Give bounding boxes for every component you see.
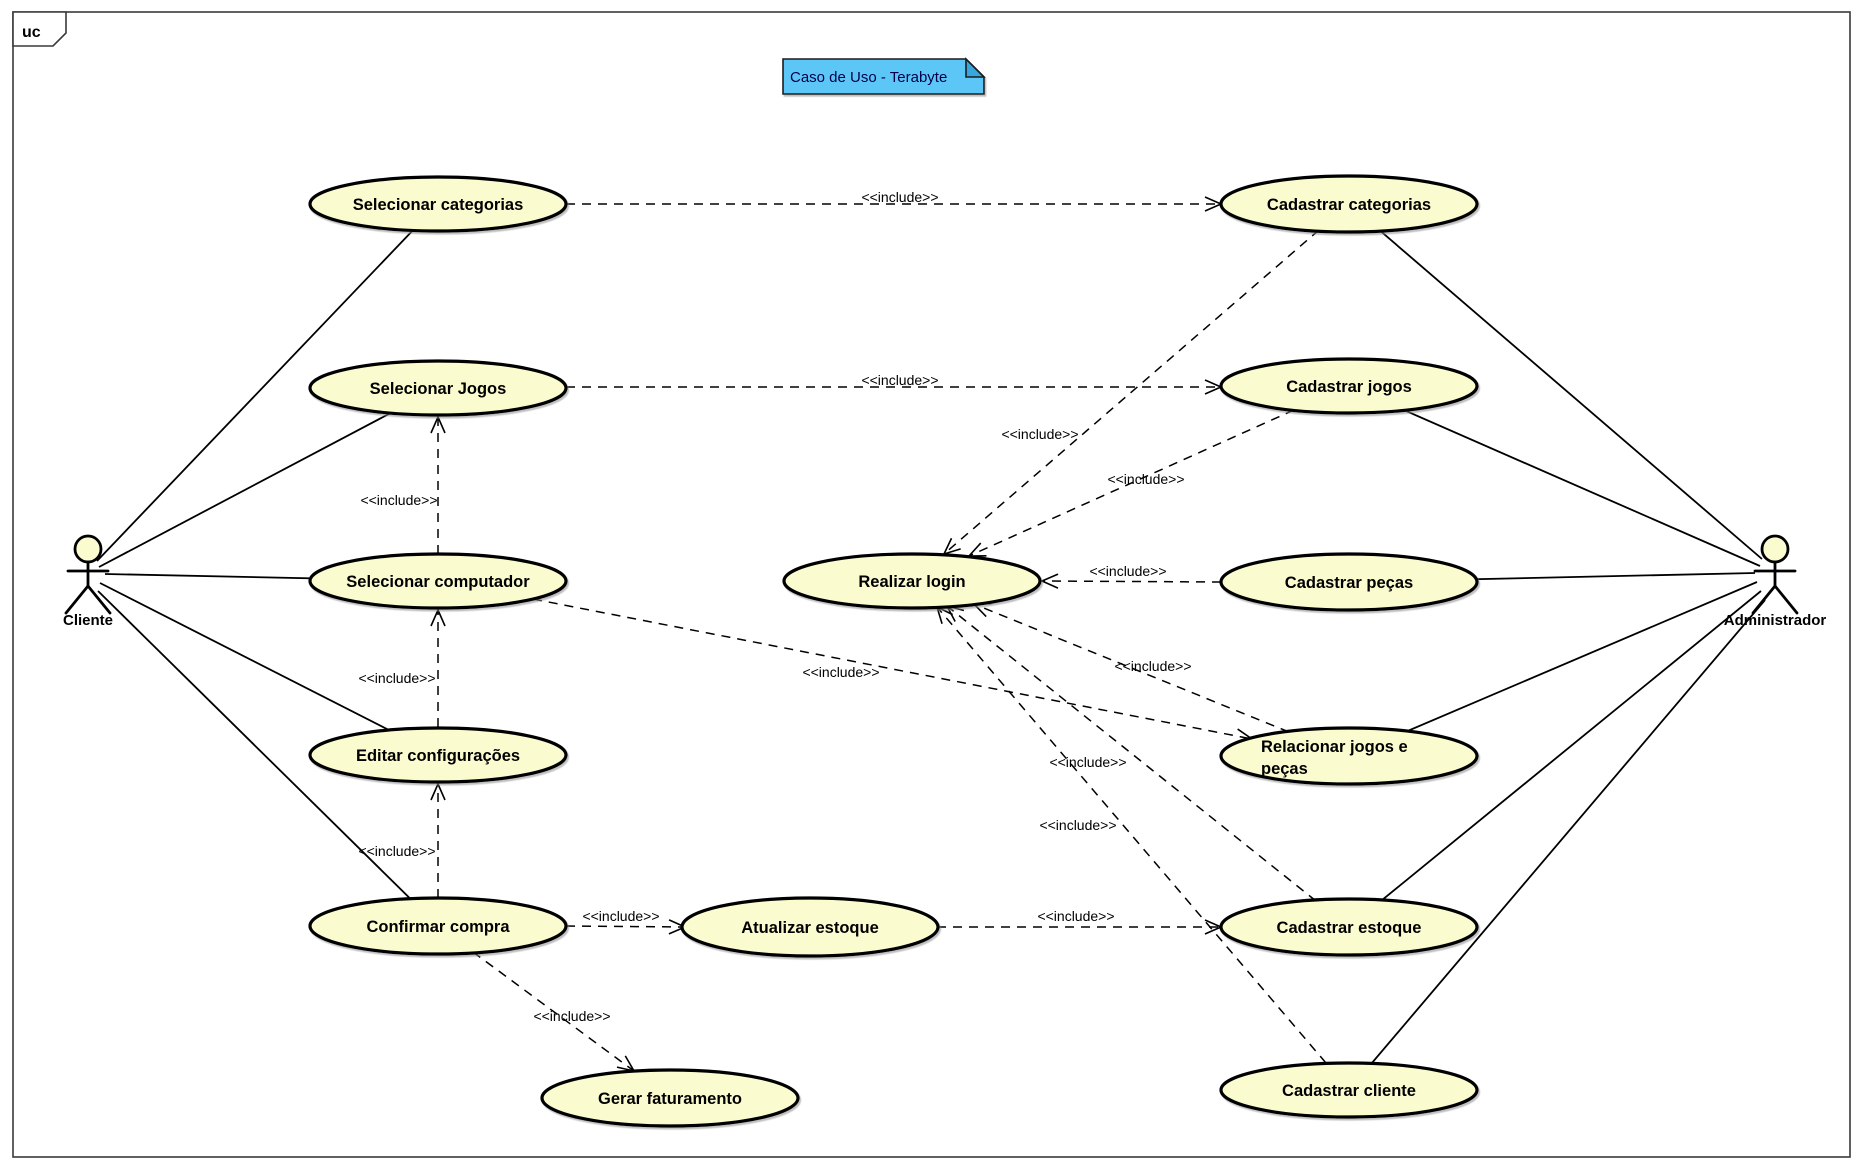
use-case-ellipse (308, 552, 568, 610)
include-label: <<include>> (582, 908, 659, 924)
use-case-label: Selecionar Jogos (370, 380, 507, 398)
include-arrow-cad_pecas-to-realizar_login[interactable] (1040, 573, 1222, 589)
use-case-sel-computador[interactable]: Selecionar computador (308, 552, 568, 610)
use-case-ellipse (1219, 1061, 1479, 1119)
use-case-label: Realizar login (858, 573, 965, 591)
use-case-cad-categorias[interactable]: Cadastrar categorias (1219, 174, 1479, 234)
note-fold-corner (965, 57, 986, 78)
use-case-label: Gerar faturamento (598, 1090, 742, 1108)
use-case-ellipse (540, 1068, 800, 1128)
use-case-ellipse (308, 175, 568, 233)
actor-administrador[interactable]: Administrador (1724, 534, 1827, 629)
include-label: <<include>> (358, 670, 435, 686)
include-label: <<include>> (1049, 754, 1126, 770)
actor-left-leg (64, 584, 90, 615)
actor-label: Cliente (63, 612, 113, 629)
use-case-ellipse (308, 896, 568, 956)
association-line-cliente-editar_config[interactable] (99, 582, 439, 756)
use-case-label: Editar configurações (356, 747, 520, 765)
use-case-confirmar-compra[interactable]: Confirmar compra (308, 896, 568, 956)
actor-cliente[interactable]: Cliente (63, 534, 113, 629)
use-case-sel-jogos[interactable]: Selecionar Jogos (308, 359, 568, 417)
use-case-ellipse (308, 726, 568, 784)
use-case-atualizar-estoque[interactable]: Atualizar estoque (680, 896, 940, 958)
actor-head (1760, 534, 1790, 564)
include-arrow-cad_jogos-to-realizar_login[interactable] (967, 409, 1295, 557)
include-arrow-sel_computador-to-relacionar_jogos_pecas[interactable] (532, 598, 1254, 744)
association-line-administrador-relacionar_jogos_pecas[interactable] (1348, 581, 1758, 757)
include-label: <<include>> (358, 843, 435, 859)
include-label: <<include>> (533, 1008, 610, 1024)
actor-right-leg (86, 584, 112, 615)
use-case-ellipse (1219, 357, 1479, 415)
use-case-cad-cliente[interactable]: Cadastrar cliente (1219, 1061, 1479, 1119)
association-line-cliente-confirmar_compra[interactable] (97, 590, 439, 927)
association-line-cliente-sel_jogos[interactable] (98, 387, 439, 568)
use-case-ellipse (1219, 552, 1479, 612)
use-case-ellipse (782, 552, 1042, 610)
use-case-sel-categorias[interactable]: Selecionar categorias (308, 175, 568, 233)
include-arrow-relacionar_jogos_pecas-to-realizar_login[interactable] (972, 602, 1290, 733)
include-label: <<include>> (1039, 817, 1116, 833)
actor-label: Administrador (1724, 612, 1827, 629)
use-case-label: Cadastrar jogos (1286, 378, 1412, 396)
note-title-text: Caso de Uso - Terabyte (790, 69, 947, 86)
use-case-gerar-faturamento[interactable]: Gerar faturamento (540, 1068, 800, 1128)
use-case-label-line1: Relacionar jogos e (1261, 738, 1408, 756)
actor-right-leg (1773, 584, 1799, 615)
include-label: <<include>> (861, 372, 938, 388)
use-case-cad-jogos[interactable]: Cadastrar jogos (1219, 357, 1479, 415)
use-case-label: Cadastrar categorias (1267, 196, 1431, 214)
include-label: <<include>> (360, 492, 437, 508)
use-case-cad-pecas[interactable]: Cadastrar peças (1219, 552, 1479, 612)
include-label: <<include>> (1037, 908, 1114, 924)
use-case-cad-estoque[interactable]: Cadastrar estoque (1219, 897, 1479, 957)
note-body (782, 58, 985, 95)
use-case-label: Atualizar estoque (741, 919, 879, 937)
include-arrow-confirmar_compra-to-atualizar_estoque[interactable] (565, 919, 687, 935)
use-case-realizar-login[interactable]: Realizar login (782, 552, 1042, 610)
use-case-label: Cadastrar peças (1285, 574, 1413, 592)
include-label: <<include>> (1089, 563, 1166, 579)
include-label: <<include>> (802, 664, 879, 680)
association-line-administrador-cad_jogos[interactable] (1348, 385, 1761, 567)
use-case-relacionar-jogos-pecas[interactable]: Relacionar jogos e peças (1219, 726, 1479, 786)
use-case-ellipse (1219, 174, 1479, 234)
use-case-label: Cadastrar estoque (1277, 919, 1422, 937)
diagram-title-note[interactable]: Caso de Uso - Terabyte (782, 57, 986, 95)
include-arrow-cad_categorias-to-realizar_login[interactable] (942, 229, 1320, 556)
include-label: <<include>> (1107, 471, 1184, 487)
use-case-label-line2: peças (1261, 760, 1308, 778)
use-case-ellipse (680, 896, 940, 958)
diagram-frame-border (12, 11, 1851, 1158)
use-case-label: Cadastrar cliente (1282, 1082, 1416, 1100)
association-line-administrador-cad_estoque[interactable] (1348, 590, 1762, 928)
use-case-label: Selecionar computador (346, 573, 530, 591)
association-line-administrador-cad_cliente[interactable] (1348, 599, 1766, 1091)
frame-type-tag-label: uc (22, 24, 41, 41)
association-line-cliente-sel_categorias[interactable] (96, 203, 439, 562)
use-case-ellipse (308, 359, 568, 417)
include-label: <<include>> (861, 189, 938, 205)
use-case-ellipse (1219, 726, 1479, 786)
use-case-ellipse (1219, 897, 1479, 957)
include-label: <<include>> (1114, 658, 1191, 674)
use-case-label: Confirmar compra (366, 918, 510, 936)
include-arrow-cad_cliente-to-realizar_login[interactable] (935, 605, 1327, 1064)
actor-left-leg (1751, 584, 1777, 615)
include-arrow-confirmar_compra-to-gerar_faturamento[interactable] (472, 951, 636, 1073)
frame-type-tag (12, 11, 67, 47)
association-line-administrador-cad_categorias[interactable] (1348, 203, 1763, 560)
use-case-editar-config[interactable]: Editar configurações (308, 726, 568, 784)
include-label: <<include>> (1001, 426, 1078, 442)
use-case-label: Selecionar categorias (353, 196, 524, 214)
actor-head (73, 534, 103, 564)
